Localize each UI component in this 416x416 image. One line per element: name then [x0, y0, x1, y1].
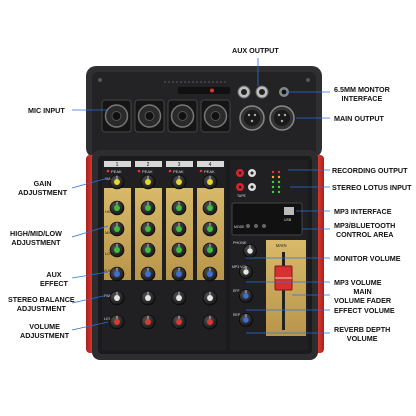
level-knob[interactable]	[140, 314, 156, 330]
label-vol-line1: VOLUME	[29, 322, 60, 331]
leader-lines	[71, 58, 330, 334]
gain-knob[interactable]	[109, 174, 125, 190]
label-stereo-line2: ADJUSTMENT	[16, 304, 66, 313]
label-monitor-interface: 6.5MM MONTOR INTERFACE	[334, 85, 390, 103]
low-knob[interactable]	[140, 242, 156, 258]
aux-knob[interactable]	[140, 266, 156, 282]
low-knob[interactable]	[109, 242, 125, 258]
label-mp3bt-line1: MP3/BLUETOOTH	[334, 221, 396, 230]
mid-label: MID	[105, 230, 112, 235]
top-section	[86, 66, 322, 158]
label-recording-output: RECORDING OUTPUT	[332, 166, 408, 175]
label-aux-effect: AUX EFFECT	[40, 270, 68, 288]
label-stereo-lotus-input: STEREO LOTUS INPUT	[332, 183, 412, 192]
mode-label: MODE	[234, 225, 245, 229]
pan-knob[interactable]	[140, 290, 156, 306]
label-mic-input: MIC INPUT	[28, 106, 65, 115]
mid-knob[interactable]	[109, 221, 125, 237]
label-main-volume-fader: MAIN VOLUME FADER	[334, 287, 391, 305]
label-aux-line1: AUX	[46, 270, 62, 279]
label-gain-line2: ADJUSTMENT	[18, 188, 68, 197]
label-mp3-bluetooth: MP3/BLUETOOTH CONTROL AREA	[334, 221, 395, 239]
right-controls: TAPE USB MODE PHONE MAIN MP3 VOL EFF REP	[231, 169, 303, 330]
label-mp3-interface: MP3 INTERFACE	[334, 207, 392, 216]
low-knob[interactable]	[202, 242, 218, 258]
label-main-output: MAIN OUTPUT	[334, 114, 384, 123]
peak-label: PEAK	[173, 169, 184, 174]
pan-knob[interactable]	[171, 290, 187, 306]
label-fader-line1: MAIN	[353, 287, 372, 296]
label-monitor-volume: MONITOR VOLUME	[334, 254, 401, 263]
high-knob[interactable]	[202, 200, 218, 216]
label-mp3bt-line2: CONTROL AREA	[335, 230, 394, 239]
main-output-jacks	[239, 105, 295, 131]
label-hml-line2: ADJUSTMENT	[11, 238, 61, 247]
label-hml-line1: HIGH/MID/LOW	[10, 229, 62, 238]
label-vol-line2: ADJUSTMENT	[20, 331, 70, 340]
label-aux-line2: EFFECT	[40, 279, 68, 288]
rep-label: REP	[233, 313, 241, 317]
mp3-vol-label: MP3 VOL	[232, 265, 247, 269]
level-knob[interactable]	[202, 314, 218, 330]
label-fader-line2: VOLUME FADER	[334, 296, 392, 305]
peak-label: PEAK	[111, 169, 122, 174]
main-label: MAIN	[276, 243, 286, 248]
label-mp3-volume: MP3 VOLUME	[334, 278, 382, 287]
gain-knob[interactable]	[171, 174, 187, 190]
main-fader-track	[282, 252, 285, 330]
eff-label: EFF	[233, 289, 240, 293]
channel-number: 2	[147, 162, 150, 168]
low-knob[interactable]	[171, 242, 187, 258]
mp3-volume-knob[interactable]	[239, 265, 253, 279]
pan-knob[interactable]	[202, 290, 218, 306]
high-label: HIGH	[105, 209, 115, 214]
high-knob[interactable]	[140, 200, 156, 216]
pan-knob[interactable]	[109, 290, 125, 306]
label-reverb-line2: VOLUME	[346, 334, 378, 343]
label-monitor-line2: INTERFACE	[341, 94, 383, 103]
label-gain-line1: GAIN	[33, 179, 52, 188]
low-label: LOW	[105, 251, 114, 256]
pan-label: PAN	[104, 293, 112, 298]
phone-label: PHONE	[233, 241, 247, 245]
peak-label: PEAK	[142, 169, 153, 174]
gain-knob[interactable]	[202, 174, 218, 190]
high-knob[interactable]	[171, 200, 187, 216]
aux-knob[interactable]	[109, 266, 125, 282]
usb-port	[284, 207, 294, 215]
level-knob[interactable]	[109, 314, 125, 330]
label-high-mid-low: HIGH/MID/LOW ADJUSTMENT	[10, 229, 62, 247]
high-knob[interactable]	[109, 200, 125, 216]
label-volume-adjustment: VOLUME ADJUSTMENT	[20, 322, 69, 340]
reverb-depth-knob[interactable]	[239, 313, 253, 327]
label-stereo-balance: STEREO BALANCE ADJUSTMENT	[8, 295, 75, 313]
label-reverb-depth: REVERB DEPTH VOLUME	[334, 325, 390, 343]
label-effect-volume: EFFECT VOLUME	[334, 306, 395, 315]
label-monitor-line1: 6.5MM MONTOR	[334, 85, 390, 94]
tape-label: TAPE	[237, 194, 247, 198]
channel-knobs	[109, 174, 257, 330]
label-gain-adjustment: GAIN ADJUSTMENT	[18, 179, 67, 197]
gain-knob[interactable]	[140, 174, 156, 190]
label-reverb-line1: REVERB DEPTH	[334, 325, 391, 334]
aux-knob[interactable]	[171, 266, 187, 282]
effect-volume-knob[interactable]	[239, 289, 253, 303]
mid-knob[interactable]	[140, 221, 156, 237]
channel-number: 3	[178, 162, 181, 168]
mid-knob[interactable]	[171, 221, 187, 237]
label-stereo-line1: STEREO BALANCE	[8, 295, 75, 304]
level-knob[interactable]	[171, 314, 187, 330]
peak-label: PEAK	[204, 169, 215, 174]
aux-knob[interactable]	[202, 266, 218, 282]
channel-number: 4	[209, 162, 212, 168]
mic-inputs	[101, 99, 231, 133]
phone-volume-knob[interactable]	[243, 244, 257, 258]
usb-label: USB	[284, 218, 292, 222]
channel-number: 1	[116, 162, 119, 168]
gain-label: GAIN	[105, 176, 115, 181]
label-aux-output: AUX OUTPUT	[232, 46, 279, 55]
mid-knob[interactable]	[202, 221, 218, 237]
